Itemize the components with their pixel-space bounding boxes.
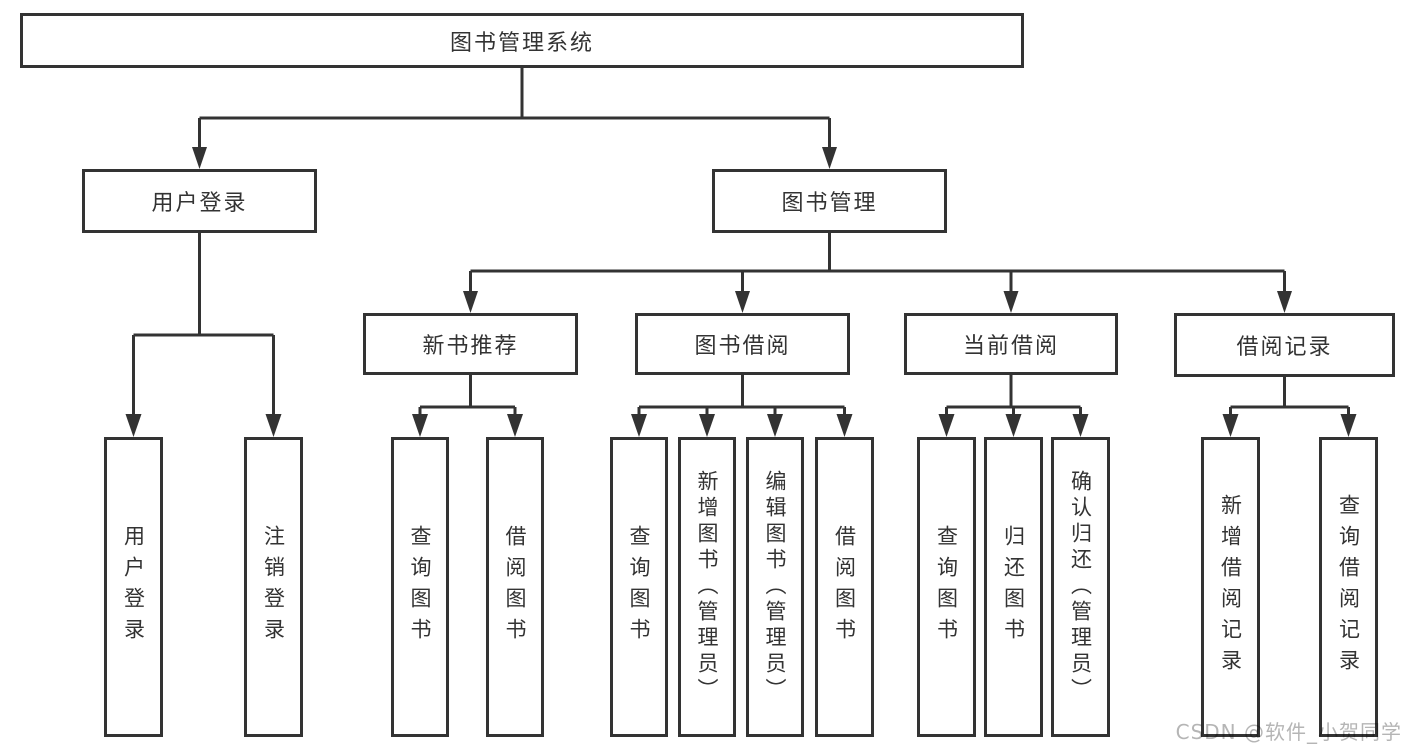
node-user-login-branch: 用户登录 [82, 169, 317, 233]
node-library-management-system: 图书管理系统 [20, 13, 1024, 68]
node-leaf-newbook-borrow: 借阅图书 [486, 437, 544, 737]
arrowhead-icon [699, 414, 715, 437]
connector-borrow-record-branch [1229, 377, 1350, 418]
arrowhead-icon [507, 414, 523, 437]
arrowhead-icon [1222, 414, 1239, 437]
connector-book-mgmt-branch [469, 233, 1286, 294]
arrowhead-icon [1005, 414, 1022, 437]
arrowhead-icon [822, 147, 837, 169]
arrowhead-icon [125, 414, 142, 437]
node-leaf-current-confirm-admin: 确认归还（管理员） [1051, 437, 1110, 737]
watermark: CSDN @软件_小贺同学 [1175, 720, 1402, 744]
arrowhead-icon [938, 414, 955, 437]
arrowhead-icon [265, 414, 282, 437]
node-leaf-current-return: 归还图书 [984, 437, 1043, 737]
arrowhead-icon [631, 414, 647, 437]
arrowhead-icon [412, 414, 428, 437]
arrowhead-icon [836, 414, 853, 437]
node-current-borrow: 当前借阅 [904, 313, 1118, 375]
node-leaf-record-add: 新增借阅记录 [1201, 437, 1260, 737]
node-leaf-borrow-add-admin: 新增图书（管理员） [678, 437, 736, 737]
connector-new-book-branch [418, 375, 517, 418]
node-borrow-records: 借阅记录 [1174, 313, 1395, 377]
node-book-borrow: 图书借阅 [635, 313, 850, 375]
node-leaf-borrow-query: 查询图书 [610, 437, 668, 737]
arrowhead-icon [735, 291, 750, 313]
arrowhead-icon [767, 414, 783, 437]
node-leaf-newbook-query: 查询图书 [391, 437, 449, 737]
node-leaf-borrow-edit-admin: 编辑图书（管理员） [746, 437, 804, 737]
node-leaf-borrow-borrow: 借阅图书 [815, 437, 874, 737]
node-leaf-user-login: 用户登录 [104, 437, 163, 737]
arrowhead-icon [463, 291, 478, 313]
arrowhead-icon [1072, 414, 1089, 437]
connector-book-borrow-branch [637, 375, 846, 418]
node-leaf-current-query: 查询图书 [917, 437, 976, 737]
node-book-management-branch: 图书管理 [712, 169, 947, 233]
connector-current-borrow-branch [945, 375, 1082, 418]
node-new-book-recommend: 新书推荐 [363, 313, 578, 375]
arrowhead-icon [1277, 291, 1292, 313]
node-leaf-record-query: 查询借阅记录 [1319, 437, 1378, 737]
arrowhead-icon [192, 147, 207, 169]
connector-root-to-level2 [198, 68, 831, 150]
node-leaf-logout: 注销登录 [244, 437, 303, 737]
connector-user-login-branch [132, 233, 275, 418]
arrowhead-icons [125, 147, 1357, 437]
arrowhead-icon [1340, 414, 1357, 437]
arrowhead-icon [1003, 291, 1019, 313]
